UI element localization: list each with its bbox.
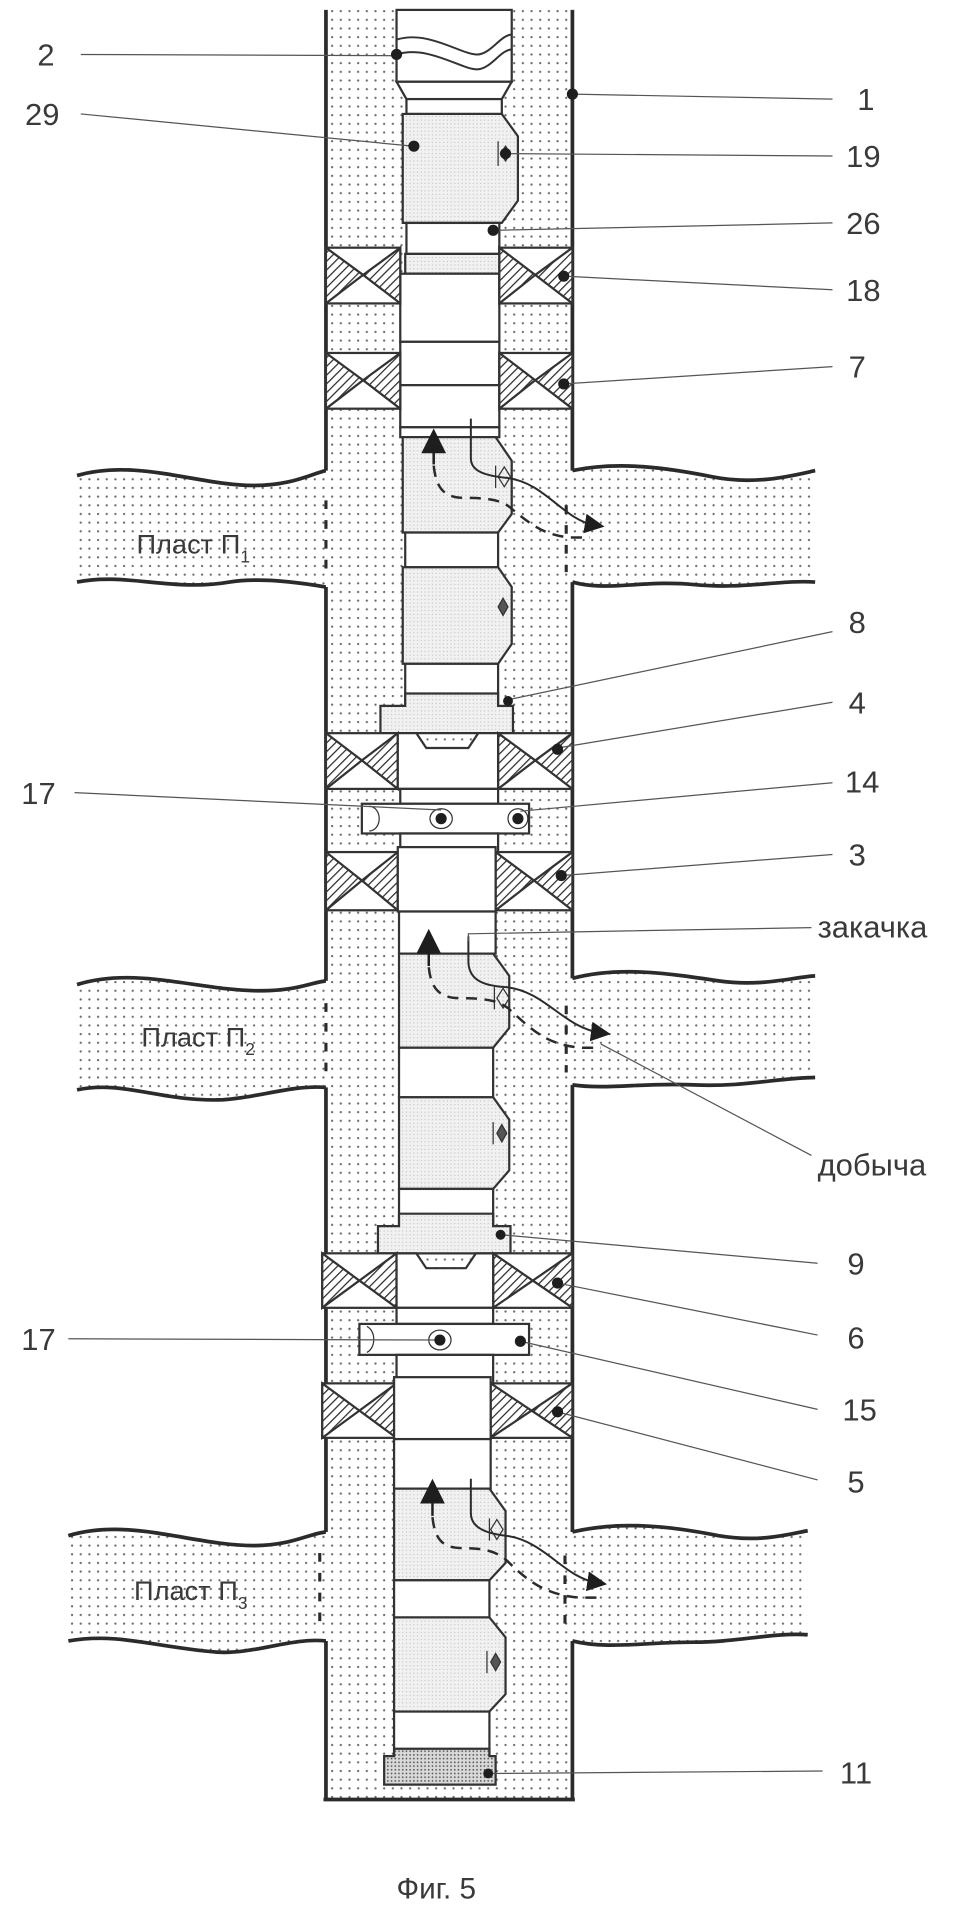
callout-19: 19 [846,139,880,174]
formation-p3 [67,1523,809,1655]
formation-label-p1: Пласт П1 [136,529,250,567]
callout-9: 9 [847,1246,864,1281]
leader-lines [68,53,833,1775]
callout-18: 18 [846,273,880,308]
formation-p2 [76,969,816,1102]
flow-arrows-p2 [416,928,611,1049]
formation-label-p2: Пласт П2 [141,1022,255,1060]
flow-arrows-p1 [421,418,605,539]
callout-5: 5 [847,1464,864,1499]
callout-29: 29 [25,97,59,132]
callout-17-lower: 17 [21,1322,55,1357]
zone-tool-p3 [383,1437,507,1786]
formation-p1 [76,464,816,589]
callout-2: 2 [37,38,54,73]
tubing-top-section [394,8,520,275]
callout-production: добыча [818,1147,927,1182]
packer-6 [321,1251,574,1311]
callout-11: 11 [840,1755,872,1790]
packer-18 [324,245,574,306]
callout-dots [390,48,578,1779]
callout-injection: закачка [818,910,929,945]
perforations [318,500,568,1625]
callout-6: 6 [847,1321,864,1356]
packer-7 [324,350,574,411]
callout-14: 14 [845,765,879,800]
tubing-packer-mandrel-upper [399,272,501,439]
figure-caption: Фиг. 5 [397,1873,476,1906]
callout-4: 4 [849,685,866,720]
callout-17-upper: 17 [21,776,55,811]
callout-1: 1 [857,82,874,117]
callout-7: 7 [849,350,866,385]
callout-26: 26 [846,206,880,241]
callout-8: 8 [849,605,866,640]
packer-5 [321,1376,574,1441]
flow-arrows-p3 [420,1478,607,1599]
zone-tool-p1 [379,436,515,735]
packer-3 [324,845,574,913]
callout-15: 15 [842,1393,876,1428]
zone-tool-p2 [376,910,512,1255]
callout-3: 3 [849,838,866,873]
formation-label-p3: Пласт П3 [134,1575,248,1613]
